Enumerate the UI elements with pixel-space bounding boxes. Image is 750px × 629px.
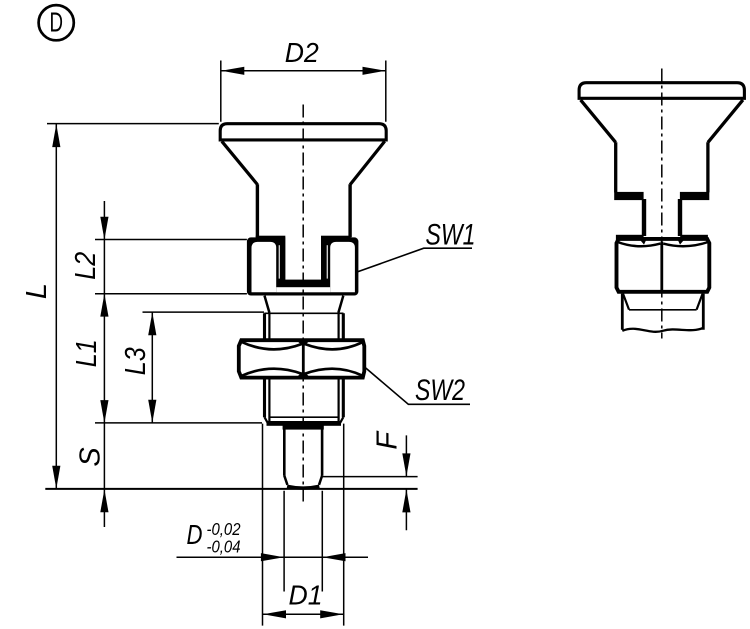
svg-text:SW2: SW2	[415, 374, 465, 407]
svg-text:L1: L1	[71, 339, 103, 367]
svg-text:-0,04: -0,04	[207, 536, 241, 556]
svg-text:D2: D2	[285, 37, 319, 68]
svg-text:D: D	[49, 7, 63, 38]
svg-text:L3: L3	[120, 347, 152, 375]
svg-text:F: F	[372, 430, 404, 450]
svg-text:L: L	[21, 283, 53, 299]
svg-text:-0,02: -0,02	[207, 519, 241, 539]
svg-text:D1: D1	[289, 580, 323, 611]
svg-text:L2: L2	[70, 252, 102, 280]
svg-text:SW1: SW1	[426, 219, 476, 252]
svg-text:S: S	[75, 447, 107, 467]
svg-text:D: D	[187, 519, 203, 550]
